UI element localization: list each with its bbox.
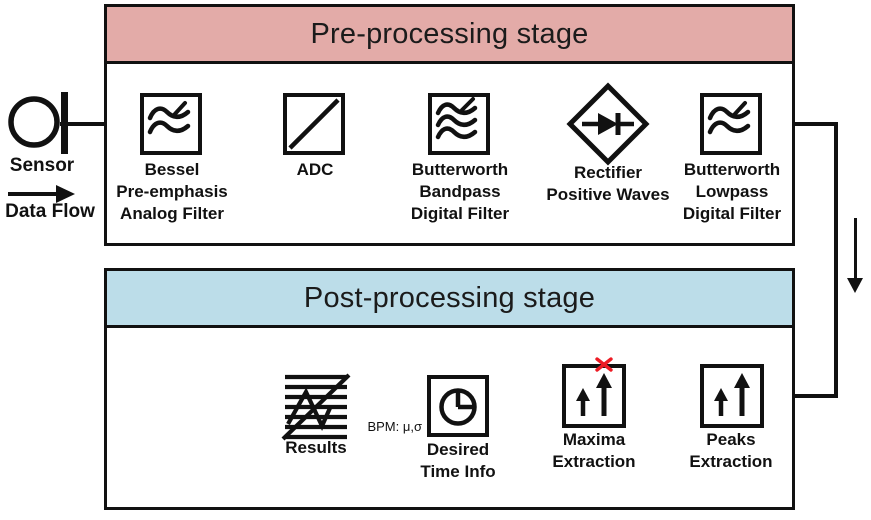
data-flow-arrow-head <box>56 185 75 203</box>
label-line: Bandpass <box>419 182 501 201</box>
label-line: Desired <box>426 440 490 459</box>
peaks-extraction-block <box>700 364 764 428</box>
data-flow-arrow-shaft <box>8 192 58 196</box>
clock-icon <box>439 388 477 426</box>
label-line: Maxima <box>562 430 626 449</box>
desired-time-info-block <box>427 375 489 437</box>
bpm-connection-label: BPM: μ,σ <box>367 419 422 434</box>
rectifier-label: Rectifier Positive Waves <box>523 162 693 206</box>
label-line: Lowpass <box>695 182 769 201</box>
lowpass-filter-block <box>700 93 762 155</box>
connector-down-line <box>834 122 838 398</box>
desired-time-info-label: Desired Time Info <box>398 439 518 483</box>
bessel-filter-label: Bessel Pre-emphasis Analog Filter <box>102 159 242 225</box>
label-line: Extraction <box>689 452 773 471</box>
label-line: Positive Waves <box>546 185 670 204</box>
label-line: Results <box>285 438 347 457</box>
red-x-icon <box>595 357 613 372</box>
label-line: ADC <box>296 160 334 179</box>
label-line: Analog Filter <box>120 204 224 223</box>
adc-label: ADC <box>245 159 385 181</box>
flow-direction-arrow-head <box>847 278 863 293</box>
lowpass-filter-icon <box>707 101 751 135</box>
pre-processing-stage-title: Pre-processing stage <box>310 17 589 50</box>
peaks-arrows-icon <box>714 373 750 416</box>
label-line: Extraction <box>552 452 636 471</box>
label-line: Rectifier <box>573 163 643 182</box>
rectifier-diode-icon <box>566 82 650 166</box>
results-chart-icon <box>281 373 351 441</box>
label-line: Digital Filter <box>682 204 782 223</box>
maxima-arrows-icon <box>576 373 612 416</box>
sensor-label: Sensor <box>9 155 75 176</box>
results-label: Results <box>256 437 376 459</box>
bandpass-filter-icon <box>435 97 478 140</box>
label-line: Digital Filter <box>410 204 510 223</box>
label-line: Butterworth <box>683 160 781 179</box>
adc-block <box>283 93 345 155</box>
bessel-filter-block <box>140 93 202 155</box>
label-line: Pre-emphasis <box>116 182 228 201</box>
bandpass-filter-block <box>428 93 490 155</box>
maxima-extraction-label: Maxima Extraction <box>534 429 654 473</box>
adc-icon <box>288 98 340 150</box>
label-line: Peaks <box>706 430 756 449</box>
lowpass-filter-label: Butterworth Lowpass Digital Filter <box>662 159 802 225</box>
bandpass-filter-label: Butterworth Bandpass Digital Filter <box>390 159 530 225</box>
label-line: Butterworth <box>411 160 509 179</box>
maxima-extraction-block <box>562 364 626 428</box>
label-line: Time Info <box>420 462 496 481</box>
peaks-extraction-label: Peaks Extraction <box>671 429 791 473</box>
post-processing-stage-title: Post-processing stage <box>303 281 596 314</box>
post-processing-stage-header: Post-processing stage <box>107 271 792 328</box>
lowpass-filter-icon <box>147 101 191 135</box>
data-flow-label: Data Flow <box>5 201 95 222</box>
pre-processing-stage-header: Pre-processing stage <box>107 7 792 64</box>
sensor-icon <box>8 92 68 154</box>
label-line: Bessel <box>144 160 200 179</box>
flow-direction-arrow-shaft <box>854 218 857 280</box>
